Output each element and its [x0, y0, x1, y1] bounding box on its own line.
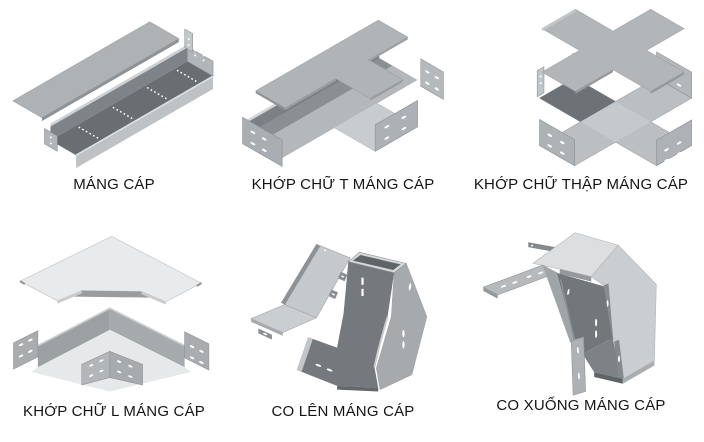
product-label: KHỚP CHỮ T MÁNG CÁP	[251, 176, 435, 193]
product-card-co-xuong: CO XUỐNG MÁNG CÁP	[458, 221, 704, 442]
product-card-co-len: CO LÊN MÁNG CÁP	[228, 221, 458, 442]
riser-elbow-illustration	[250, 243, 428, 392]
product-card-khop-chu-thap: KHỚP CHỮ THẬP MÁNG CÁP	[458, 0, 704, 221]
cross-joint-illustration	[537, 9, 693, 167]
product-label: CO XUỐNG MÁNG CÁP	[496, 397, 666, 414]
product-label: KHỚP CHỮ L MÁNG CÁP	[22, 403, 205, 420]
l-joint-illustration	[13, 235, 210, 392]
product-card-khop-chu-l: KHỚP CHỮ L MÁNG CÁP	[0, 221, 228, 442]
drop-elbow-illustration	[482, 232, 657, 396]
t-joint-illustration	[241, 19, 444, 167]
product-label: KHỚP CHỮ THẬP MÁNG CÁP	[473, 176, 689, 193]
product-label: CO LÊN MÁNG CÁP	[271, 403, 415, 420]
product-label: MÁNG CÁP	[73, 176, 155, 193]
cable-tray-illustration	[12, 21, 214, 169]
product-card-mang-cap: MÁNG CÁP	[0, 0, 228, 221]
product-card-khop-chu-t: KHỚP CHỮ T MÁNG CÁP	[228, 0, 458, 221]
